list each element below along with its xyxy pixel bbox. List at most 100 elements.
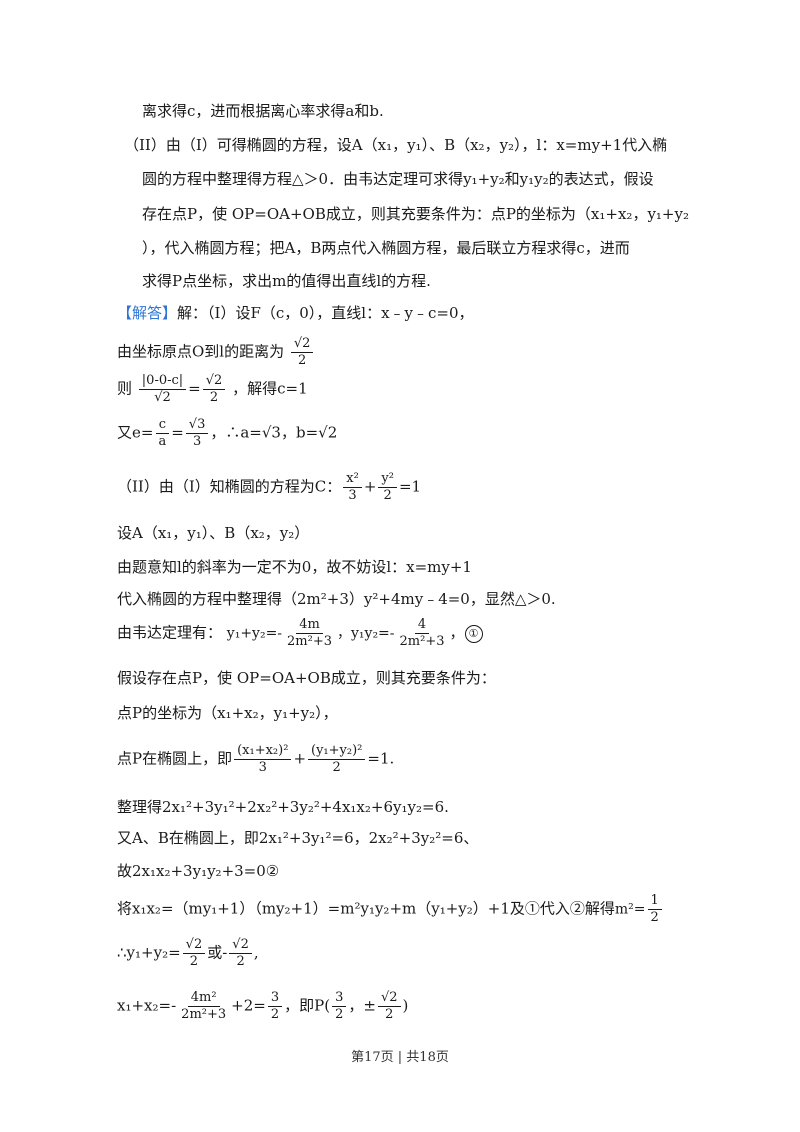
denominator: 3: [348, 488, 357, 503]
numerator: √2: [182, 937, 206, 954]
numerator: x²: [343, 471, 362, 488]
text-line: 代入椭圆的方程中整理得（2m²+3）y²+4my﹣4=0，显然△＞0.: [117, 590, 556, 608]
text-line: ），代入椭圆方程；把A，B两点代入椭圆方程，最后联立方程求得c，进而: [142, 239, 630, 257]
numerator: √2: [202, 373, 226, 390]
text: x₁+x₂=: [117, 996, 172, 1015]
text-line: 求得P点坐标，求出m的值得出直线l的方程.: [142, 272, 431, 290]
denominator: √2: [154, 390, 171, 405]
text-line: 又A、B在椭圆上，即2x₁²+3y₁²=6，2x₂²+3y₂²=6、: [117, 829, 479, 847]
text-line: 整理得2x₁²+3y₁²+2x₂²+3y₂²+4x₁x₂+6y₁y₂=6.: [117, 798, 449, 816]
denominator: 3: [192, 434, 202, 449]
denominator: a: [158, 434, 167, 449]
math-text: m²=: [614, 901, 646, 918]
denominator: 2: [236, 954, 245, 969]
numerator: (y₁+y₂)²: [308, 743, 366, 760]
text-line: 点P的坐标为（x₁+x₂，y₁+y₂），: [117, 704, 338, 722]
numerator: √3: [185, 417, 209, 434]
minus: -: [171, 996, 177, 1015]
equals-one: =1: [398, 477, 422, 496]
numerator: c: [155, 417, 169, 434]
text-line: 解：（I）设F（c，0），直线l：x﹣y﹣c=0，: [177, 304, 474, 322]
text: （II）由（I）知椭圆的方程为C：: [117, 477, 342, 496]
text: 或-: [207, 943, 228, 962]
text-line: 离求得c，进而根据离心率求得a和b.: [142, 102, 384, 120]
numerator: 4m: [296, 617, 323, 634]
math-text: ): [402, 996, 409, 1015]
denominator: 2m²+3: [287, 634, 333, 649]
equals: =: [188, 379, 201, 398]
numerator: 3: [267, 990, 283, 1007]
text-line: （II）由（I）可得椭圆的方程，设A（x₁，y₁）、B（x₂，y₂），l：x=m…: [124, 136, 668, 154]
math-text: ，y₁y₂=-: [337, 625, 395, 642]
denominator: 2m²+3: [399, 634, 445, 649]
denominator: 2: [189, 954, 199, 969]
numerator: y²: [378, 471, 397, 488]
text: 点P在椭圆上，即: [117, 749, 233, 768]
denominator: 3: [258, 760, 267, 775]
equals: =: [171, 423, 184, 442]
numerator: 4: [414, 617, 430, 634]
text: ，∴a=√3，b=√2: [210, 423, 338, 442]
comma: ,: [253, 943, 259, 962]
solution-start: 【解答】解：（I）设F（c，0），直线l：x﹣y﹣c=0，: [117, 302, 474, 324]
denominator: 2: [335, 1007, 344, 1022]
numerator: (x₁+x₂)²: [234, 743, 292, 760]
numerator: 4m²: [187, 990, 220, 1007]
answer-tag: 【解答】: [117, 304, 178, 322]
math-text: +2=: [231, 996, 266, 1015]
text-line: 假设存在点P，使 OP=OA+OB成立，则其充要条件为：: [117, 669, 496, 687]
text-line: 由题意知l的斜率为一定不为0，故不妨设l：x=my+1: [117, 558, 472, 576]
denominator: 2: [385, 1007, 394, 1022]
numerator: 1: [647, 893, 662, 910]
equals-one: =1.: [367, 749, 395, 768]
denominator: 2: [383, 488, 392, 503]
denominator: 2: [270, 1007, 280, 1022]
text: ∴y₁+y₂=: [117, 943, 181, 962]
page-footer: 第17页 | 共18页: [351, 1050, 449, 1065]
plus: +: [293, 749, 307, 768]
plus: +: [363, 477, 377, 496]
text-line: 圆的方程中整理得方程△＞0．由韦达定理可求得y₁+y₂和y₁y₂的表达式，假设: [142, 170, 654, 188]
text: 由坐标原点O到l的距离为: [117, 342, 285, 361]
numerator: √2: [229, 937, 252, 954]
numerator: √2: [377, 990, 401, 1007]
denominator: 2m²+3: [181, 1007, 227, 1022]
numerator: 3: [332, 990, 347, 1007]
substitution-line: 将x₁x₂=（my₁+1）（my₂+1）=m²y₁y₂+m（y₁+y₂）+1及①…: [117, 893, 664, 926]
denominator: 2: [209, 390, 219, 405]
numerator: √2: [290, 336, 314, 353]
text-line: 设A（x₁，y₁）、B（x₂，y₂）: [117, 524, 310, 542]
math-text: ，即P(: [284, 996, 331, 1015]
text-line: 故2x₁x₂+3y₁y₂+3=0②: [117, 862, 280, 880]
text-line: 存在点P，使 OP=OA+OB成立，则其充要条件为：点P的坐标为（x₁+x₂，y…: [142, 205, 689, 223]
denominator: 2: [298, 353, 307, 368]
math-text: ，±: [348, 996, 376, 1015]
text: 由韦达定理有：: [117, 623, 223, 642]
fraction: |0-0-c|√2: [138, 373, 187, 406]
text: 又e=: [117, 423, 154, 442]
numerator: |0-0-c|: [138, 373, 187, 390]
